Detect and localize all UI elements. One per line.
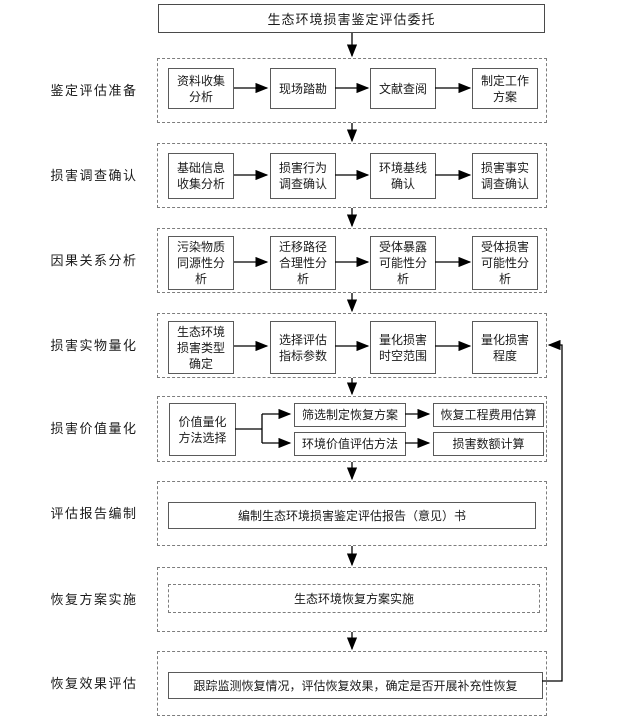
stage-container-implementation: 生态环境恢复方案实施 <box>157 567 547 632</box>
stage-container-preparation: 资料收集分析 现场踏勘 文献查阅 制定工作方案 <box>157 58 547 123</box>
stage-container-causality: 污染物质同源性分析 迁移路径合理性分析 受体暴露可能性分析 受体损害可能性分析 <box>157 228 547 293</box>
stage-label-value-quant: 损害价值量化 <box>50 421 138 436</box>
flow-box: 恢复工程费用估算 <box>433 403 544 427</box>
stage-label-investigation: 损害调查确认 <box>50 168 138 183</box>
flow-box: 迁移路径合理性分析 <box>270 236 336 290</box>
stage-label-physical-quant: 损害实物量化 <box>50 338 138 353</box>
flow-box: 受体暴露可能性分析 <box>370 236 436 290</box>
flow-box: 文献查阅 <box>370 68 436 109</box>
flow-box: 污染物质同源性分析 <box>168 236 234 290</box>
flow-box: 环境价值评估方法 <box>294 432 406 456</box>
stage-label-causality: 因果关系分析 <box>50 253 138 268</box>
stage-container-report: 编制生态环境损害鉴定评估报告（意见）书 <box>157 481 547 546</box>
flow-box: 损害事实调查确认 <box>472 153 538 199</box>
flow-box: 损害行为调查确认 <box>270 153 336 199</box>
stage-label-effect-eval: 恢复效果评估 <box>50 676 138 691</box>
flow-box: 资料收集分析 <box>168 68 234 109</box>
stage-label-implementation: 恢复方案实施 <box>50 592 138 607</box>
flow-box: 价值量化方法选择 <box>169 403 236 456</box>
stage-container-value-quant: 价值量化方法选择 筛选制定恢复方案 恢复工程费用估算 环境价值评估方法 损害数额… <box>157 396 547 462</box>
flow-box: 环境基线确认 <box>370 153 436 199</box>
commission-box: 生态环境损害鉴定评估委托 <box>158 4 545 33</box>
flow-box: 生态环境损害类型确定 <box>168 321 234 374</box>
stage-label-report: 评估报告编制 <box>50 506 138 521</box>
flow-box: 量化损害时空范围 <box>370 321 436 374</box>
stage-container-physical-quant: 生态环境损害类型确定 选择评估指标参数 量化损害时空范围 量化损害程度 <box>157 313 547 378</box>
flow-box: 损害数额计算 <box>433 432 544 456</box>
flow-box: 量化损害程度 <box>472 321 538 374</box>
flow-box: 制定工作方案 <box>472 68 538 109</box>
stage-container-investigation: 基础信息收集分析 损害行为调查确认 环境基线确认 损害事实调查确认 <box>157 143 547 208</box>
stage-container-effect-eval: 跟踪监测恢复情况，评估恢复效果，确定是否开展补充性恢复 <box>157 651 547 716</box>
flow-box: 受体损害可能性分析 <box>472 236 538 290</box>
flow-box: 选择评估指标参数 <box>270 321 336 374</box>
flow-box: 现场踏勘 <box>270 68 336 109</box>
flow-box: 筛选制定恢复方案 <box>294 403 406 427</box>
flow-box: 跟踪监测恢复情况，评估恢复效果，确定是否开展补充性恢复 <box>168 672 543 699</box>
flow-box: 生态环境恢复方案实施 <box>168 584 540 613</box>
flow-box: 基础信息收集分析 <box>168 153 234 199</box>
flow-box: 编制生态环境损害鉴定评估报告（意见）书 <box>168 502 536 529</box>
stage-label-preparation: 鉴定评估准备 <box>50 83 138 98</box>
